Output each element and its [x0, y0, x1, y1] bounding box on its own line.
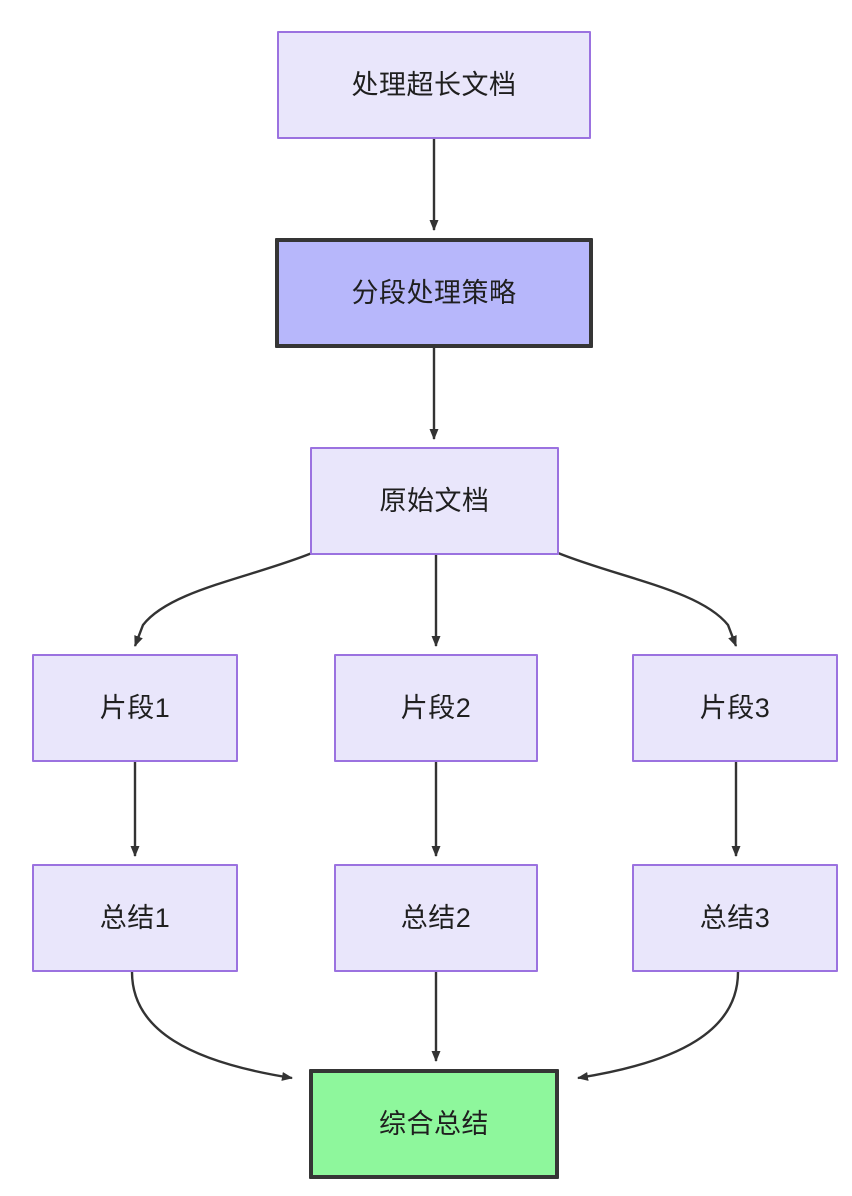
node-long-document[interactable]: 处理超长文档 [277, 31, 591, 139]
node-fragment-3[interactable]: 片段3 [632, 654, 838, 762]
node-summary-1-label: 总结1 [99, 902, 171, 933]
node-source-doc-label: 原始文档 [379, 485, 490, 516]
node-final-summary-label: 综合总结 [379, 1108, 489, 1139]
node-fragment-1[interactable]: 片段1 [32, 654, 238, 762]
node-chunk-strategy[interactable]: 分段处理策略 [275, 238, 593, 348]
node-summary-1[interactable]: 总结1 [32, 864, 238, 972]
node-fragment-2-label: 片段2 [400, 692, 472, 723]
node-fragment-2[interactable]: 片段2 [334, 654, 538, 762]
node-source-doc[interactable]: 原始文档 [310, 447, 559, 555]
node-fragment-1-label: 片段1 [99, 692, 171, 723]
node-summary-2[interactable]: 总结2 [334, 864, 538, 972]
node-chunk-strategy-label: 分段处理策略 [351, 277, 517, 308]
node-fragment-3-label: 片段3 [699, 692, 771, 723]
edge-source-doc-to-fragment-1 [133, 551, 313, 647]
node-summary-2-label: 总结2 [400, 902, 472, 933]
edge-summary-1-to-final-summary [130, 971, 293, 1081]
node-long-document-label: 处理超长文档 [351, 69, 517, 100]
edge-source-doc-to-fragment-3 [557, 551, 738, 647]
node-summary-3-label: 总结3 [699, 902, 771, 933]
edge-summary-3-to-final-summary [577, 971, 740, 1081]
node-summary-3[interactable]: 总结3 [632, 864, 838, 972]
node-final-summary[interactable]: 综合总结 [309, 1069, 559, 1179]
